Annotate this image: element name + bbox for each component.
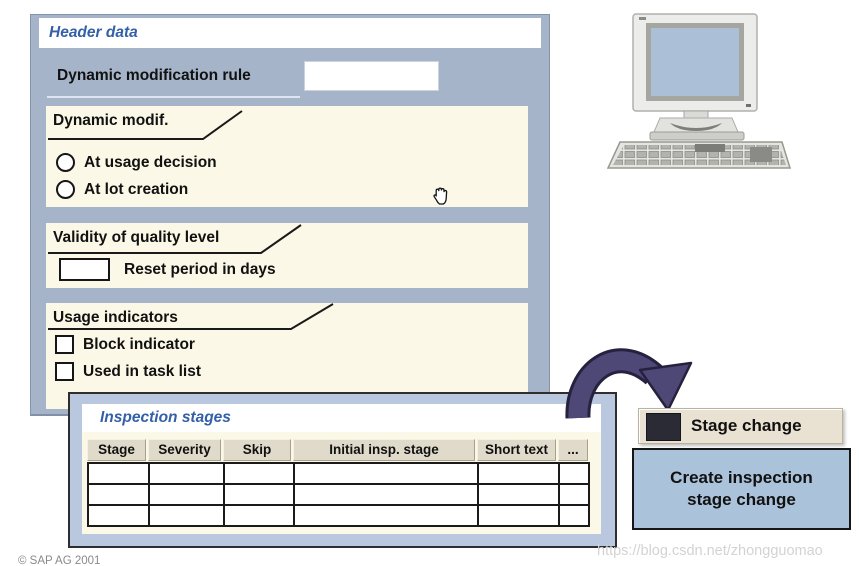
- header-data-panel: Header data Dynamic modification rule Dy…: [30, 14, 550, 416]
- table-row: [87, 462, 590, 485]
- create-box-label: Create inspection stage change: [670, 467, 813, 509]
- stage-change-icon: [646, 413, 681, 441]
- dynamic-modification-rule-input[interactable]: [304, 61, 439, 91]
- table-cell[interactable]: [293, 483, 479, 506]
- table-cell[interactable]: [223, 504, 295, 527]
- rule-underline: [47, 96, 300, 98]
- checkbox-block-indicator[interactable]: [55, 335, 74, 354]
- watermark-text: https://blog.csdn.net/zhongguomao: [597, 543, 823, 559]
- inspection-table-area: Stage Severity Skip Initial insp. stage …: [82, 432, 601, 534]
- reset-period-input[interactable]: [59, 258, 110, 281]
- computer-icon: [606, 13, 792, 169]
- radio-label: At lot creation: [84, 181, 189, 198]
- table-cell[interactable]: [558, 504, 590, 527]
- table-cell[interactable]: [148, 483, 225, 506]
- column-header-skip: Skip: [223, 439, 291, 461]
- section-title: Dynamic modif.: [53, 112, 169, 129]
- section-usage-indicators: Usage indicators Block indicator Used in…: [46, 303, 528, 409]
- panel-title: Header data: [49, 24, 138, 41]
- column-header-more: ...: [558, 439, 588, 461]
- column-header-stage: Stage: [87, 439, 146, 461]
- keyboard-icon: [606, 141, 792, 169]
- table-cell[interactable]: [148, 462, 225, 485]
- column-header-severity: Severity: [148, 439, 221, 461]
- table-cell[interactable]: [223, 462, 295, 485]
- create-inspection-stage-change-box: Create inspection stage change: [632, 448, 851, 530]
- stage-change-label: Stage change: [691, 416, 802, 435]
- table-cell[interactable]: [223, 483, 295, 506]
- column-header-row: Stage Severity Skip Initial insp. stage …: [87, 439, 588, 461]
- copyright-text: © SAP AG 2001: [18, 555, 101, 566]
- radio-label: At usage decision: [84, 154, 217, 171]
- radio-at-lot-creation[interactable]: [56, 180, 75, 199]
- section-validity: Validity of quality level Reset period i…: [46, 223, 528, 288]
- section-title: Validity of quality level: [53, 229, 220, 246]
- table-cell[interactable]: [477, 504, 560, 527]
- checkbox-label: Used in task list: [83, 363, 202, 380]
- table-cell[interactable]: [477, 462, 560, 485]
- dynamic-modification-rule-label: Dynamic modification rule: [57, 67, 251, 84]
- table-cell[interactable]: [293, 504, 479, 527]
- inspection-stages-panel: Inspection stages Stage Severity Skip In…: [68, 392, 617, 548]
- table-cell[interactable]: [87, 483, 150, 506]
- section-title: Usage indicators: [53, 309, 178, 326]
- table-cell[interactable]: [148, 504, 225, 527]
- table-cell[interactable]: [477, 483, 560, 506]
- table-cell[interactable]: [558, 483, 590, 506]
- table-row: [87, 483, 590, 506]
- inspection-title: Inspection stages: [100, 409, 231, 426]
- table-cell[interactable]: [87, 462, 150, 485]
- table-cell[interactable]: [293, 462, 479, 485]
- inspection-title-bar: Inspection stages: [82, 404, 601, 432]
- stage-change-button[interactable]: Stage change: [638, 408, 843, 444]
- section-dynamic-modif: Dynamic modif. At usage decision At lot …: [46, 106, 528, 207]
- table-cell[interactable]: [87, 504, 150, 527]
- radio-at-usage-decision[interactable]: [56, 153, 75, 172]
- checkbox-used-in-task-list[interactable]: [55, 362, 74, 381]
- table-cell[interactable]: [558, 462, 590, 485]
- monitor-icon: [632, 13, 758, 141]
- reset-period-label: Reset period in days: [124, 261, 276, 278]
- checkbox-label: Block indicator: [83, 336, 195, 353]
- column-header-short-text: Short text: [477, 439, 556, 461]
- inspection-stages-table: [87, 462, 590, 527]
- column-header-initial-insp-stage: Initial insp. stage: [293, 439, 475, 461]
- panel-title-bar: Header data: [39, 18, 541, 48]
- table-row: [87, 504, 590, 527]
